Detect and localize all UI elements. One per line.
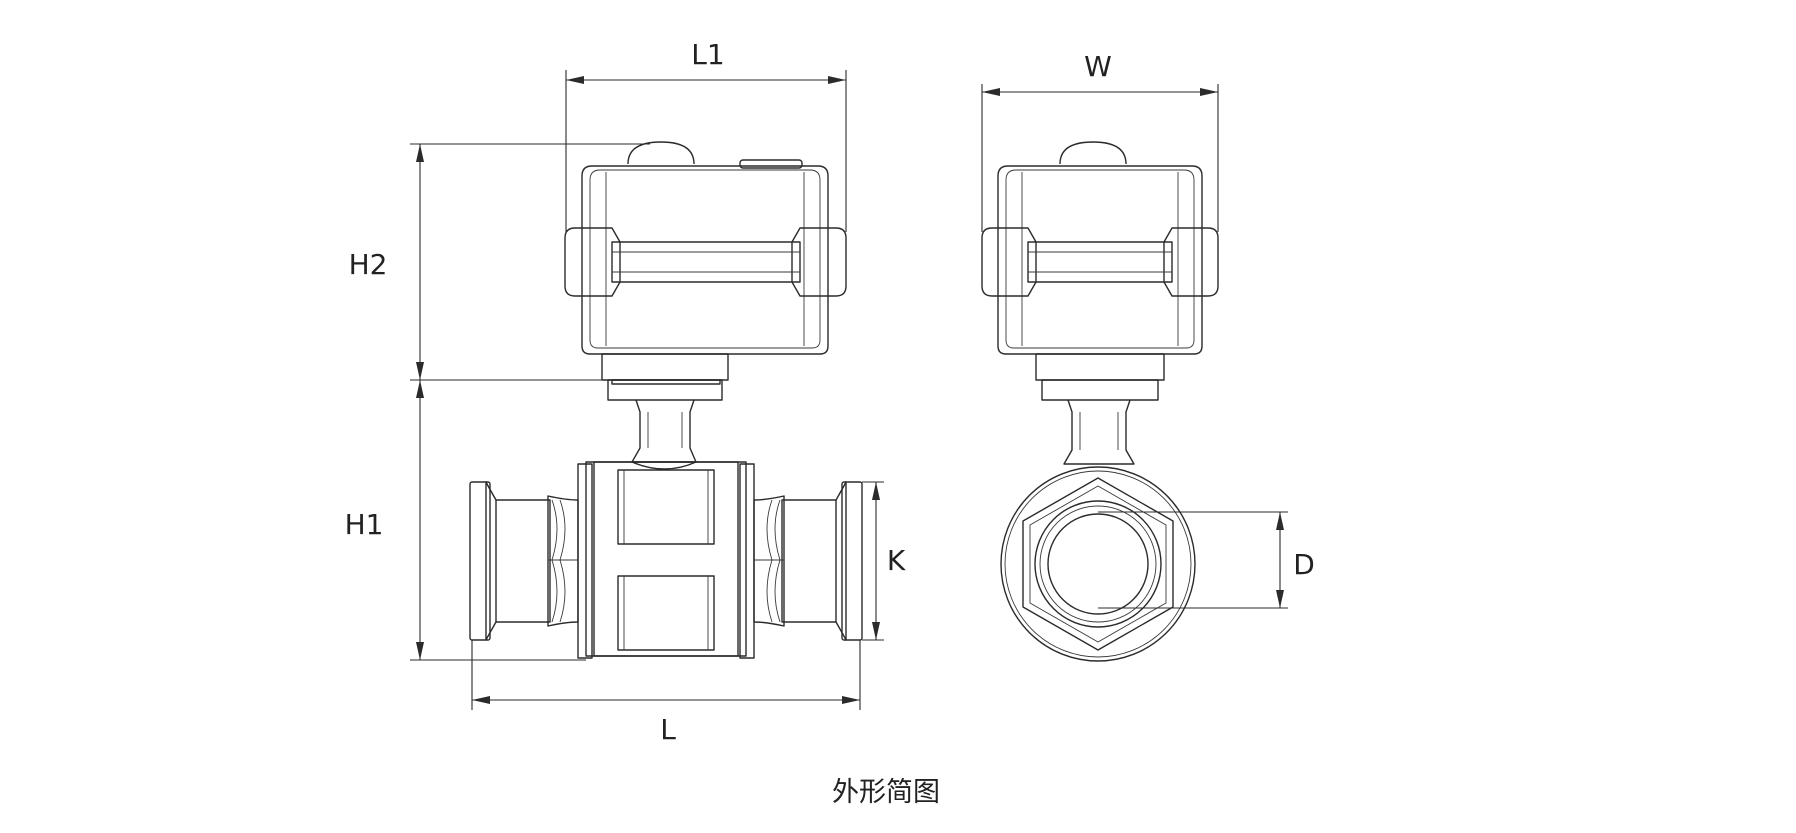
side-view [981,141,1219,662]
front-stem [631,399,697,470]
dim-label-d: D [1293,548,1315,581]
front-actuator-housing [564,165,847,401]
side-indicator-dome [1059,141,1127,165]
dim-label-h1: H1 [345,508,384,541]
dim-label-k: K [887,544,906,577]
dimension-lines [410,70,1288,710]
front-valve-body [577,461,755,659]
side-valve-body [1000,466,1196,662]
dim-label-l1: L1 [691,38,724,71]
front-right-connector [753,481,863,641]
dim-label-l: L [660,713,676,746]
side-actuator-housing [981,165,1219,401]
dim-label-w: W [1084,50,1112,83]
front-indicator-dome [627,141,695,165]
front-view [469,141,863,659]
side-stem [1063,399,1135,465]
front-left-connector [469,481,579,641]
front-top-button [739,159,803,169]
dim-label-h2: H2 [349,248,388,281]
figure-caption: 外形简图 [832,777,940,808]
